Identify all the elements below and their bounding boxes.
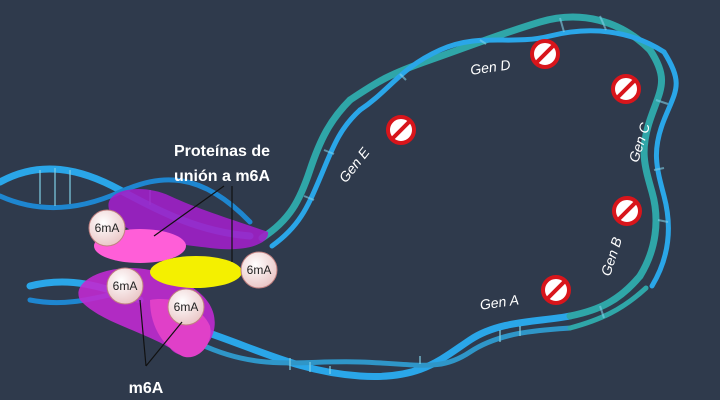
no-sign-icon bbox=[612, 196, 642, 226]
m6a-badge-label: 6mA bbox=[247, 263, 272, 277]
proteins-label-line1: Proteínas de bbox=[174, 143, 270, 160]
yellow-binding-protein bbox=[150, 256, 242, 288]
pointer-lines bbox=[139, 185, 233, 367]
m6a-badge: 6mA bbox=[88, 209, 126, 247]
prohibition-icons bbox=[386, 39, 642, 305]
m6a-label: m6A bbox=[129, 380, 164, 397]
no-sign-icon bbox=[530, 39, 560, 69]
m6a-badge: 6mA bbox=[106, 267, 144, 305]
m6a-badges: 6mA 6mA 6mA 6mA bbox=[88, 209, 278, 326]
m6a-badge-label: 6mA bbox=[113, 279, 138, 293]
gene-label-a: Gen A bbox=[479, 291, 520, 312]
m6a-badge: 6mA bbox=[167, 288, 205, 326]
gene-label-e: Gen E bbox=[336, 144, 373, 186]
no-sign-icon bbox=[386, 115, 416, 145]
m6a-badge-label: 6mA bbox=[174, 300, 199, 314]
dna-gen-e-strand bbox=[258, 96, 363, 249]
dna-strands bbox=[0, 13, 679, 381]
m6a-badge: 6mA bbox=[240, 251, 278, 289]
gene-label-b: Gen B bbox=[598, 235, 625, 278]
dna-right-strand bbox=[636, 46, 679, 289]
no-sign-icon bbox=[541, 275, 571, 305]
gene-label-d: Gen D bbox=[469, 56, 511, 77]
no-sign-icon bbox=[611, 74, 641, 104]
gene-label-c: Gen C bbox=[625, 120, 653, 164]
dna-lower-strand bbox=[196, 272, 649, 381]
m6a-badge-label: 6mA bbox=[95, 221, 120, 235]
proteins-label-line2: unión a m6A bbox=[174, 168, 270, 185]
